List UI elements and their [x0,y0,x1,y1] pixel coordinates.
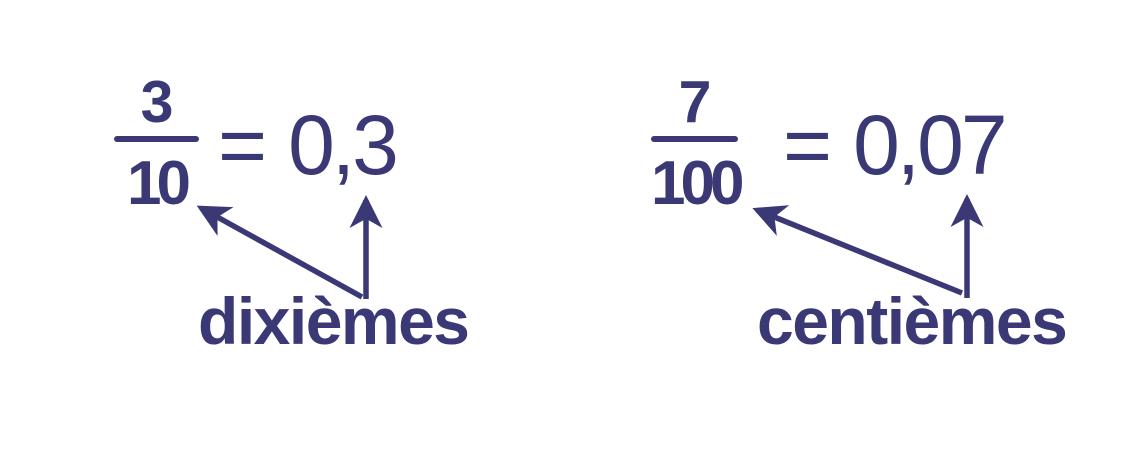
decimal-value: 0,3 [288,98,399,192]
place-value-label-hundredths: centièmes [757,284,1068,358]
fraction-denominator: 100 [651,149,744,218]
decimal-value: 0,07 [853,98,1007,192]
fraction-bar [651,136,738,142]
fraction-numerator: 7 [678,69,712,135]
fraction-tenths: 3 [114,73,199,132]
fraction-denominator: 10 [127,149,191,218]
fraction-bar [114,136,199,142]
equals-sign: = [218,98,268,192]
fraction-numerator: 3 [140,69,174,135]
arrow-hundredths-to-denominator [752,205,964,296]
fraction-hundredths: 7 [651,73,738,132]
equation-result: = 0,3 [218,98,399,192]
equals-sign: = [783,98,833,192]
equation-result: = 0,07 [783,98,1008,192]
place-value-label-tenths: dixièmes [198,284,470,358]
